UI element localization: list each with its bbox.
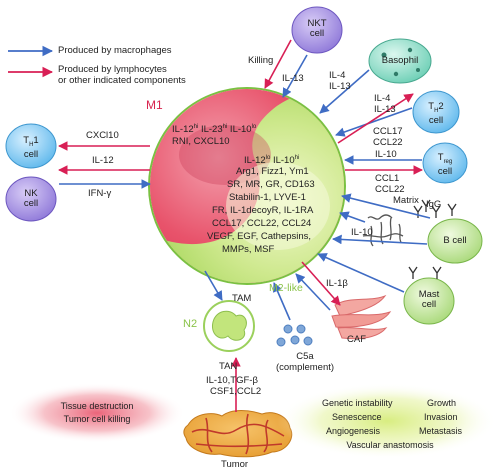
basophil-label: Basophil — [381, 55, 419, 66]
matrix-fibers — [362, 214, 404, 247]
m2-marker-line: CCL17, CCL22, CCL24 — [212, 218, 312, 229]
green-box-right-3: Metastasis — [419, 426, 463, 436]
ccl22b-label: CCL22 — [375, 184, 405, 195]
nkt-cell — [291, 6, 343, 54]
green-box-left-2: Senescence — [332, 412, 382, 422]
arrow-th2 — [335, 107, 413, 137]
green-box-right-2: Invasion — [424, 412, 458, 422]
tam-nucleus-green — [226, 162, 330, 250]
arrow-caf-tam — [295, 273, 331, 311]
igg-antibodies — [413, 199, 431, 218]
treg-cell — [422, 142, 468, 184]
legend-lymphocytes-label-2: or other indicated components — [58, 75, 186, 86]
m2-marker-line: FR, IL-1decoyR, IL-1RA — [212, 205, 314, 216]
b-cell-label: B cell — [443, 235, 467, 246]
arrow-basophil — [319, 69, 370, 114]
m2-marker-line: SR, MR, GR, CD163 — [227, 179, 315, 190]
cxcl10-label: CXCl10 — [86, 130, 119, 141]
m1-label: M1 — [146, 98, 163, 112]
ifng-label: IFN-γ — [88, 188, 112, 199]
matrix-label: Matrix — [393, 195, 419, 206]
arrow-c5a — [273, 282, 291, 321]
arrow-tam-tan — [204, 270, 223, 301]
tan-cytokines-line1: IL-10,TGF-β — [206, 375, 258, 386]
legend — [8, 45, 54, 78]
n2-label: N2 — [183, 318, 198, 330]
il13-basophil-label: IL-13 — [329, 81, 351, 92]
m2-marker-line: VEGF, EGF, Cathepsins, — [207, 231, 312, 242]
nk-cell — [5, 176, 57, 222]
b-cell — [427, 203, 483, 264]
green-box-bottom: Vascular anastomosis — [346, 440, 434, 450]
tumor-mass — [183, 410, 293, 458]
ccl1-label: CCL1 — [375, 173, 400, 184]
il10-treg-label: IL-10 — [375, 149, 397, 160]
killing-label: Killing — [248, 55, 274, 66]
m2-label: M2-like — [269, 282, 303, 294]
il12-label: IL-12 — [92, 155, 114, 166]
green-box-left-3: Angiogenesis — [326, 426, 381, 436]
ccl17-label: CCL17 — [373, 126, 403, 137]
arrow-il1b — [301, 261, 341, 306]
outcome-red-box — [9, 383, 185, 443]
arrow-nkt-il13 — [282, 54, 308, 98]
red-box-line2: Tumor cell killing — [63, 414, 131, 424]
tan-label: TAN — [219, 361, 238, 372]
treg-cell-label: Treg cell — [437, 152, 453, 177]
il10-bcell-label: IL-10 — [351, 227, 373, 238]
c5a-complement — [276, 324, 313, 347]
arrow-mast — [317, 253, 405, 293]
m2-marker-line: Arg1, Fizz1, Ym1 — [236, 166, 309, 177]
legend-macrophages-label: Produced by macrophages — [58, 45, 172, 56]
il13-nkt-label: IL-13 — [282, 73, 304, 84]
tam-label: TAM — [232, 293, 252, 304]
c5a-label: C5a — [296, 351, 314, 362]
il13-th2-label: IL-13 — [374, 104, 396, 115]
red-box-line1: Tissue destruction — [60, 401, 134, 411]
tan-cytokines-line2: CSF1,CCL2 — [210, 386, 262, 397]
mast-cell — [403, 266, 455, 325]
basophil-cell — [368, 38, 432, 84]
m2-marker-line: Stabilin-1, LYVE-1 — [229, 192, 306, 203]
th2-cell — [412, 90, 460, 134]
arrow-ccl17 — [337, 93, 414, 144]
tan-cell — [203, 300, 255, 352]
green-box-left-1: Genetic instability — [322, 398, 393, 408]
th1-cell — [5, 123, 57, 169]
arrow-matrix — [339, 211, 366, 223]
ccl22-label: CCL22 — [373, 137, 403, 148]
igg-label: IgG — [426, 199, 442, 210]
arrow-killing — [264, 39, 292, 89]
m2-marker-line: MMPs, MSF — [222, 244, 275, 255]
th1-cell-label: TH1 cell — [23, 135, 39, 160]
arrow-bcell-il10 — [332, 234, 428, 245]
m1-markers-line1: IL-12hi IL-23hi IL-10lo — [172, 124, 257, 136]
m2-markers-line1: IL-12lo IL-10hi — [244, 155, 300, 167]
caf-cells — [331, 294, 392, 340]
arrow-igg — [341, 193, 431, 219]
outcome-green-box — [277, 383, 497, 459]
caf-label: CAF — [347, 334, 366, 345]
tumor-label: Tumor — [221, 459, 249, 470]
th2-cell-label: TH2 cell — [428, 101, 444, 126]
complement-label: (complement) — [275, 362, 335, 373]
tam-nucleus — [179, 125, 271, 185]
green-box-right-1: Growth — [427, 398, 457, 408]
tam-macrophage — [148, 87, 346, 285]
legend-lymphocytes-label-1: Produced by lymphocytes — [58, 64, 167, 75]
il4-th2-label: IL-4 — [374, 93, 391, 104]
m1-markers-line2: RNI, CXCL10 — [172, 136, 230, 147]
il4-basophil-label: IL-4 — [329, 70, 346, 81]
il1b-label: IL-1β — [326, 278, 348, 289]
